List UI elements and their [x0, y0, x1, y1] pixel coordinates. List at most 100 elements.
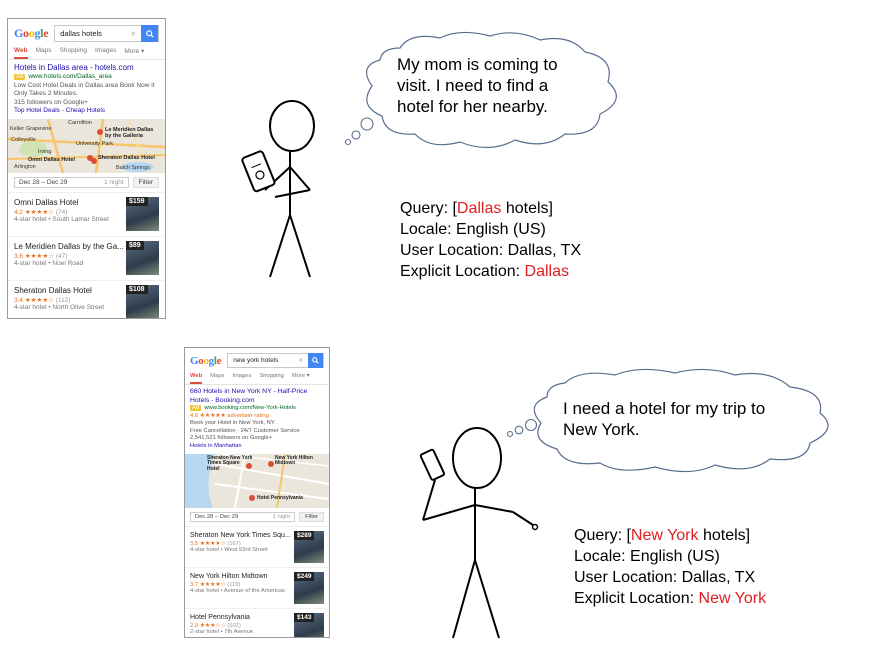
google-logo: Google: [14, 26, 49, 40]
hotel-name[interactable]: Le Meridien Dallas by the Ga...: [14, 241, 124, 251]
thought-line: hotel for her nearby.: [397, 97, 548, 116]
map-label: Le Meridien Dallas by the Galleria: [105, 126, 154, 139]
user-location-line: User Location: Dallas, TX: [400, 242, 582, 259]
ad-rating: 4.6 ★★★★★ advertiser rating: [190, 412, 269, 419]
query-highlight: Dallas: [456, 200, 502, 217]
query-line: Query: [Dallas hotels]: [400, 200, 553, 217]
search-query[interactable]: dallas hotels: [60, 29, 102, 38]
hotel-details: 2-star hotel • 7th Avenue: [190, 628, 254, 635]
tab-shopping[interactable]: Shopping: [259, 373, 284, 379]
map-label: Irving: [38, 148, 52, 155]
ad-url[interactable]: www.hotels.com/Dallas_area: [28, 73, 112, 80]
hotel-result[interactable]: Sheraton New York Times Squ... 3.5 ★★★★☆…: [185, 527, 329, 568]
map-dallas[interactable]: Carrollton Le Meridien Dallas by the Gal…: [8, 118, 165, 173]
thought-line: I need a hotel for my trip to: [563, 399, 766, 418]
query-info-newyork: Query: [New York hotels] Locale: English…: [574, 525, 766, 609]
search-button[interactable]: [141, 25, 158, 42]
search-box[interactable]: dallas hotels ✕: [54, 25, 159, 42]
thought-text: My mom is coming to visit. I need to fin…: [397, 54, 558, 117]
ad-desc-2: Free Cancellation · 24/7 Customer Servic…: [190, 427, 300, 434]
map-label: Sheraton Dallas Hotel: [98, 154, 155, 161]
user-location-line: User Location: Dallas, TX: [574, 569, 756, 586]
hotel-rating: 2.9 ★★★☆☆ (501): [190, 622, 241, 629]
tab-maps[interactable]: Maps: [35, 47, 52, 54]
date-range: Dec 28 – Dec 29: [195, 513, 239, 520]
map-label: Keller: [10, 125, 25, 132]
hotel-photo[interactable]: $159: [126, 196, 159, 231]
hotel-rating: 3.6 ★★★★☆ (47): [14, 252, 68, 260]
locale-line: Locale: English (US): [574, 548, 720, 565]
search-box[interactable]: new york hotels ✕: [227, 353, 324, 368]
filter-button[interactable]: Filter: [132, 176, 159, 188]
search-query[interactable]: new york hotels: [233, 357, 279, 364]
search-tabs: Web Maps Images Shopping More ▾: [185, 370, 329, 385]
search-icon: [145, 29, 154, 38]
hotel-result[interactable]: Omni Dallas Hotel 4.2 ★★★★☆ (74) 4-star …: [8, 193, 165, 237]
query-line: Query: [New York hotels]: [574, 527, 751, 544]
thought-line: My mom is coming to: [397, 55, 558, 74]
hotel-name[interactable]: Hotel Pennsylvania: [190, 613, 250, 621]
tab-more[interactable]: More ▾: [124, 48, 145, 55]
map-label: Carrollton: [68, 119, 92, 126]
map-label: Balch Springs: [116, 164, 150, 171]
search-header: Google new york hotels ✕: [185, 348, 329, 370]
clear-icon[interactable]: ✕: [130, 30, 136, 38]
ad-badge: Ad: [190, 405, 202, 411]
ad-title[interactable]: 660 Hotels in New York NY - Half-Price: [190, 388, 308, 395]
tab-maps[interactable]: Maps: [210, 373, 225, 379]
map-newyork[interactable]: Sheraton New York Times Square Hotel New…: [185, 453, 329, 508]
hotel-name[interactable]: Omni Dallas Hotel: [14, 197, 79, 207]
phone-screenshot-newyork: Google new york hotels ✕ Web Maps Images…: [184, 347, 330, 638]
map-label: University Park: [76, 140, 113, 147]
ad-followers: 2,541,521 followers on Google+: [190, 435, 273, 442]
thought-line: New York.: [563, 420, 640, 439]
hotel-photo[interactable]: $143: [294, 612, 324, 637]
date-picker[interactable]: Dec 28 – Dec 29 1 night: [14, 176, 129, 188]
search-header: Google dallas hotels ✕: [8, 19, 165, 44]
hotel-photo[interactable]: $89: [126, 240, 159, 275]
locale-line: Locale: English (US): [400, 221, 546, 238]
hotel-result[interactable]: Le Meridien Dallas by the Ga... 3.6 ★★★★…: [8, 237, 165, 281]
explicit-location-highlight: New York: [698, 590, 767, 607]
ad-sitelinks[interactable]: Top Hotel Deals - Cheap Hotels: [14, 107, 106, 114]
ad-sitelinks[interactable]: Hotels in Manhattan: [190, 442, 242, 449]
hotel-name[interactable]: Sheraton Dallas Hotel: [14, 285, 92, 295]
search-button[interactable]: [308, 353, 323, 368]
date-picker[interactable]: Dec 28 – Dec 29 1 night: [190, 511, 296, 522]
phone-screenshot-dallas: Google dallas hotels ✕ Web Maps Shopping…: [7, 18, 166, 319]
hotel-result[interactable]: Hotel Pennsylvania 2.9 ★★★☆☆ (501) 2-sta…: [185, 609, 329, 637]
tab-images[interactable]: Images: [232, 373, 252, 379]
tab-web[interactable]: Web: [14, 44, 28, 59]
clear-icon[interactable]: ✕: [298, 357, 303, 364]
map-label: Colleyville: [11, 136, 36, 143]
hotel-photo[interactable]: $289: [294, 530, 324, 563]
ad-desc-2: Only Takes 2 Minutes.: [14, 90, 78, 97]
date-range: Dec 28 – Dec 29: [19, 178, 68, 186]
filter-button[interactable]: Filter: [299, 511, 324, 522]
tab-web[interactable]: Web: [190, 370, 203, 384]
tab-shopping[interactable]: Shopping: [59, 47, 87, 54]
ad-url[interactable]: www.booking.com/New-York-Hotels: [204, 405, 296, 411]
ad-desc-1: Low Cost Hotel Deals in Dallas area Book…: [14, 81, 155, 89]
ad-title[interactable]: Hotels - Booking.com: [190, 396, 255, 404]
hotel-details: 4-star hotel • Noel Road: [14, 259, 84, 267]
thought-text: I need a hotel for my trip to New York.: [563, 398, 765, 440]
ad-badge: Ad: [14, 74, 26, 80]
hotel-name[interactable]: New York Hilton Midtown: [190, 572, 268, 580]
map-label: Omni Dallas Hotel: [28, 156, 76, 163]
query-highlight: New York: [630, 527, 699, 544]
hotel-result[interactable]: New York Hilton Midtown 3.7 ★★★★☆ (119) …: [185, 568, 329, 609]
price-badge: $89: [126, 240, 144, 250]
thought-line: visit. I need to find a: [397, 76, 549, 95]
hotel-photo[interactable]: $249: [294, 571, 324, 604]
hotel-photo[interactable]: $108: [126, 284, 159, 318]
hotel-name[interactable]: Sheraton New York Times Squ...: [190, 531, 291, 539]
tab-more[interactable]: More ▾: [291, 373, 310, 379]
stick-figure-texting: [241, 100, 315, 278]
explicit-location-line: Explicit Location: Dallas: [400, 263, 569, 280]
thought-bubble: [506, 368, 829, 473]
hotel-result[interactable]: Sheraton Dallas Hotel 3.4 ★★★★☆ (112) 4-…: [8, 281, 165, 318]
explicit-location-line: Explicit Location: New York: [574, 590, 767, 607]
tab-images[interactable]: Images: [95, 47, 117, 54]
ad-title[interactable]: Hotels in Dallas area - hotels.com: [14, 63, 134, 72]
